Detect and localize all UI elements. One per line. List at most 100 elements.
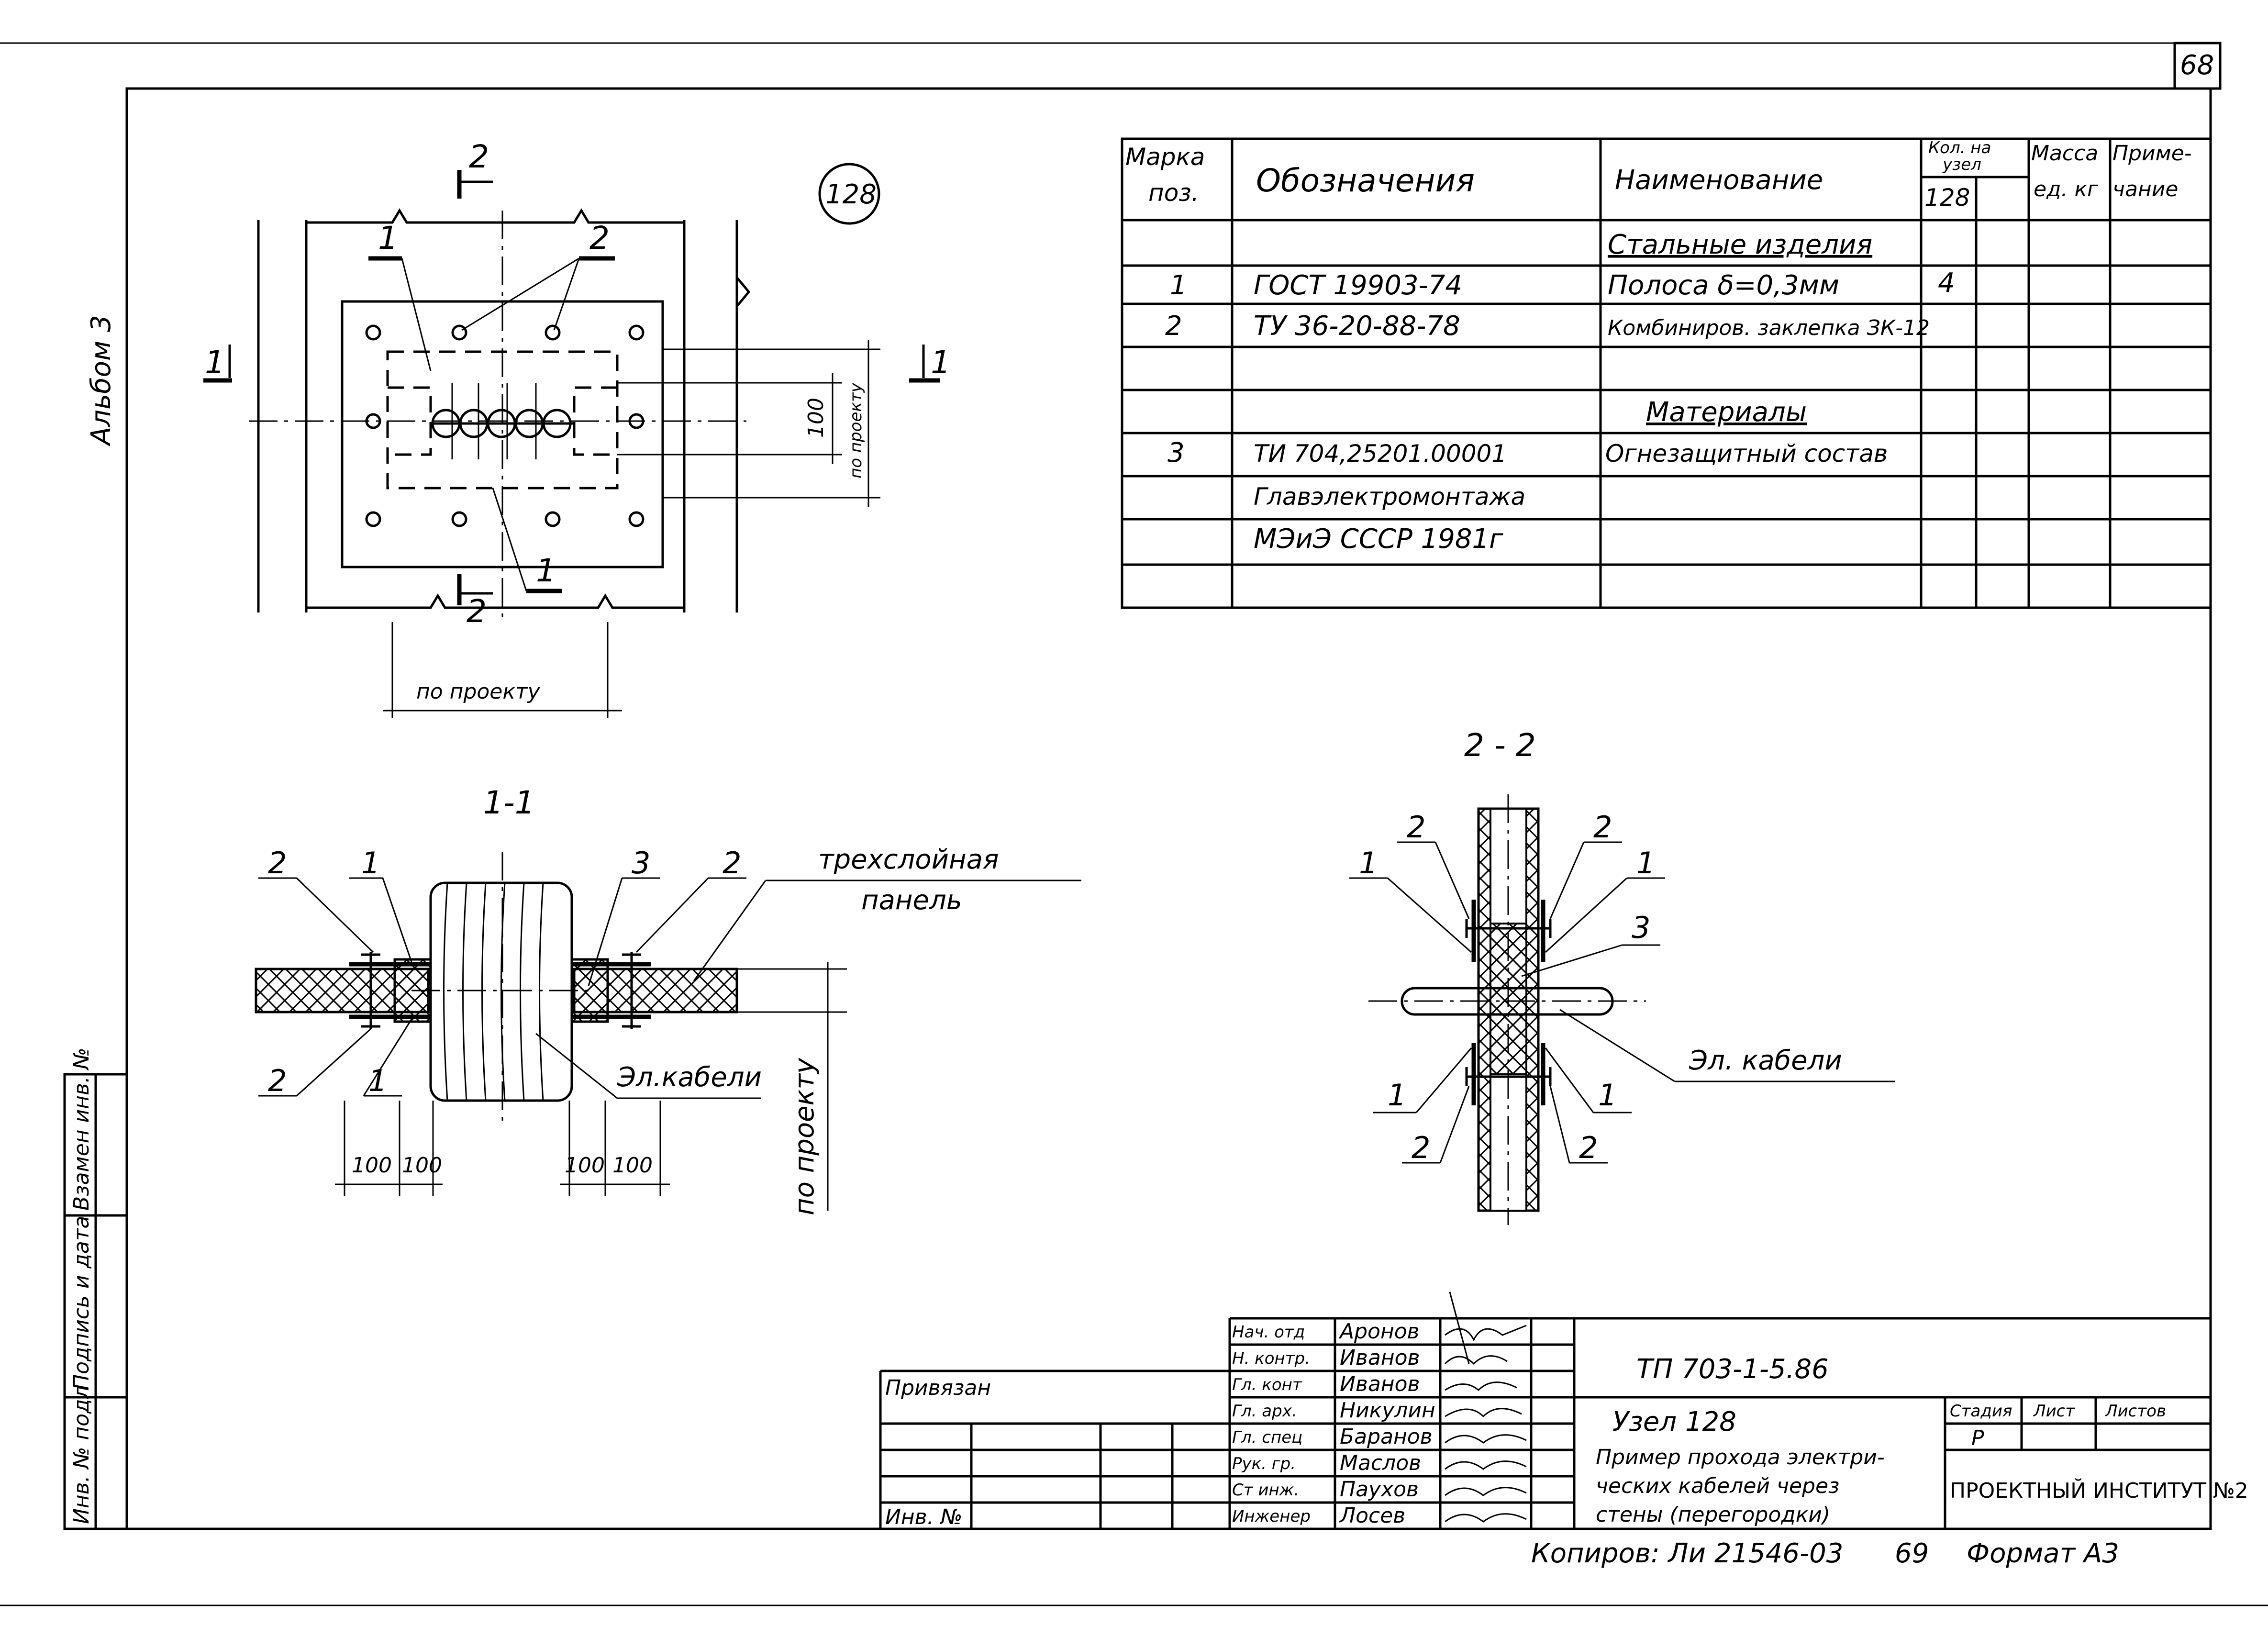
row-1-qty: 4 xyxy=(1938,267,1955,299)
s11-dim-by-project: по проекту xyxy=(789,1058,820,1215)
tb-name-0: Аронов xyxy=(1338,1319,1420,1344)
album-label: Альбом 3 xyxy=(86,315,117,446)
row-1-mark: 1 xyxy=(1170,270,1187,301)
s11-dim-4: 100 xyxy=(612,1153,653,1178)
hdr-qty-sub: 128 xyxy=(1924,184,1970,212)
s11-cables-label: Эл.кабели xyxy=(617,1062,762,1093)
plan-dim-by-project-h: по проекту xyxy=(416,679,541,704)
s11-label-2c: 2 xyxy=(268,1063,287,1098)
hdr-mass-sub: ед. кг xyxy=(2034,177,2099,201)
tb-role-4: Гл. спец xyxy=(1232,1428,1302,1447)
tb-name-4: Баранов xyxy=(1340,1425,1433,1449)
tb-role-0: Нач. отд xyxy=(1232,1323,1305,1342)
s11-dim-1: 100 xyxy=(352,1153,392,1178)
copy-stamp: Копиров: Ли 21546-03 xyxy=(1531,1538,1843,1569)
hdr-designation: Обозначения xyxy=(1256,162,1475,199)
row-2-designation: ТУ 36-20-88-78 xyxy=(1254,311,1460,342)
side-stamp-inv-orig: Инв. № подл xyxy=(69,1385,94,1524)
plan-callout1-top: 1 xyxy=(378,220,398,256)
s11-label-3: 3 xyxy=(632,846,650,880)
s11-label-2b: 2 xyxy=(723,846,741,880)
section-1-1-title: 1-1 xyxy=(483,784,535,821)
section-1-1: 1-1 2 1 3 2 2 xyxy=(255,784,1081,1215)
row-5-mark: 3 xyxy=(1167,437,1185,468)
row-5-designation: ТИ 704,25201.00001 xyxy=(1254,440,1507,468)
section-2-2: 2 - 2 2 2 1 1 3 Эл. кабели xyxy=(1349,727,1895,1225)
plan-dim-100: 100 xyxy=(804,398,828,438)
tb-bound: Привязан xyxy=(885,1376,991,1400)
tb-role-7: Инженер xyxy=(1232,1507,1311,1526)
hdr-mass-top: Масса xyxy=(2031,141,2098,166)
plan-dim-by-project-v: по проекту xyxy=(846,382,866,479)
tb-name-6: Паухов xyxy=(1340,1477,1419,1502)
row-2-name: Комбиниров. заклепка ЗК-12 xyxy=(1608,316,1930,340)
plan-callout2-top: 2 xyxy=(589,220,610,256)
s22-label-2c: 2 xyxy=(1412,1130,1430,1165)
s22-label-3: 3 xyxy=(1632,910,1650,945)
row-2-mark: 2 xyxy=(1165,311,1182,342)
tb-stage: Р xyxy=(1971,1426,1984,1450)
tb-node-title: Узел 128 xyxy=(1612,1406,1736,1437)
plan-section2-top: 2 xyxy=(469,138,489,175)
row-4-name: Материалы xyxy=(1646,397,1807,428)
plan-section2-bottom: 2 xyxy=(467,593,487,630)
tb-sheets-hdr: Листов xyxy=(2104,1402,2166,1421)
s22-label-2b: 2 xyxy=(1593,810,1612,845)
tb-role-6: Ст инж. xyxy=(1232,1481,1299,1500)
page-number: 68 xyxy=(2180,50,2214,81)
plan-section1-right: 1 xyxy=(931,344,951,381)
side-stamp: Взамен инв. № Подпись и дата Инв. № подл xyxy=(63,1047,128,1530)
spec-table: Марка поз. Обозначения Наименование Кол.… xyxy=(1121,137,2212,609)
plan-section1-left: 1 xyxy=(205,344,225,381)
tb-desc-0: Пример прохода электри- xyxy=(1596,1445,1885,1470)
tb-inv-no: Инв. № xyxy=(885,1505,962,1529)
plan-view: 2 2 1 1 1 2 1 128 100 по проек xyxy=(203,138,951,718)
signatures xyxy=(1444,1292,1527,1523)
s22-label-1c: 1 xyxy=(1388,1078,1406,1113)
s11-label-2a: 2 xyxy=(268,846,287,880)
tb-stage-hdr: Стадия xyxy=(1950,1402,2012,1421)
hdr-qty-mid: узел xyxy=(1942,155,1981,174)
tb-role-5: Рук. гр. xyxy=(1232,1454,1296,1473)
s11-dim-3: 100 xyxy=(565,1153,605,1178)
s11-label-1b: 1 xyxy=(368,1063,387,1098)
tb-role-2: Гл. конт xyxy=(1232,1375,1302,1394)
row-7-designation: МЭиЭ СССР 1981г xyxy=(1254,523,1503,555)
s22-cables-label: Эл. кабели xyxy=(1689,1045,1842,1076)
format-label: Формат А3 xyxy=(1967,1538,2119,1569)
hdr-note-sub: чание xyxy=(2112,177,2178,201)
sheet-frame: 68 xyxy=(0,42,2268,1606)
hdr-name: Наименование xyxy=(1615,165,1823,196)
hdr-mark: Марка xyxy=(1125,143,1205,171)
s22-label-1a: 1 xyxy=(1359,846,1378,880)
row-6-designation: Главэлектромонтажа xyxy=(1254,483,1525,511)
s11-panel-label-1: трехслойная xyxy=(818,844,999,875)
s22-label-2a: 2 xyxy=(1407,810,1425,845)
title-block: Привязан Инв. № Нач. отд Аронов Н. контр… xyxy=(879,1292,2248,1529)
row-1-name: Полоса δ=0,3мм xyxy=(1608,270,1839,301)
tb-project-code: ТП 703-1-5.86 xyxy=(1636,1354,1829,1385)
s11-label-1a: 1 xyxy=(361,846,380,880)
tb-desc-2: стены (перегородки) xyxy=(1596,1503,1830,1527)
s22-label-1b: 1 xyxy=(1636,846,1655,880)
tb-name-2: Иванов xyxy=(1340,1372,1420,1396)
side-stamp-sign-date: Подпись и дата xyxy=(69,1216,94,1390)
tb-role-1: Н. контр. xyxy=(1232,1349,1310,1368)
row-5-name: Огнезащитный состав xyxy=(1605,440,1888,468)
s11-dim-2: 100 xyxy=(402,1153,442,1178)
s22-label-2d: 2 xyxy=(1579,1130,1598,1165)
tb-org: ПРОЕКТНЫЙ ИНСТИТУТ №2 xyxy=(1950,1478,2248,1503)
plan-callout1-bottom: 1 xyxy=(536,552,556,589)
hdr-pos: поз. xyxy=(1148,179,1199,207)
tb-name-3: Никулин xyxy=(1340,1398,1435,1423)
row-0-name: Стальные изделия xyxy=(1608,229,1872,260)
tb-name-5: Маслов xyxy=(1340,1451,1421,1475)
s11-panel-label-2: панель xyxy=(861,885,962,916)
node-badge: 128 xyxy=(825,179,877,210)
tb-sheet-hdr: Лист xyxy=(2033,1402,2075,1421)
row-1-designation: ГОСТ 19903-74 xyxy=(1254,270,1462,301)
tb-name-7: Лосев xyxy=(1339,1503,1405,1528)
hdr-qty-top: Кол. на xyxy=(1928,138,1991,157)
